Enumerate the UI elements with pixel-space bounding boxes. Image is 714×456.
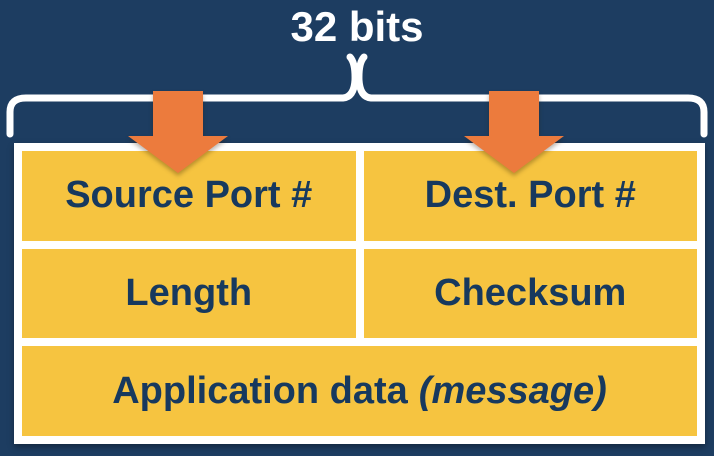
- segment-table: Source Port # Dest. Port # Length Checks…: [14, 143, 705, 444]
- application-data-label: Application data: [112, 369, 408, 412]
- message-label: (message): [418, 369, 607, 412]
- down-arrow-icon-left: [128, 91, 228, 173]
- cell-length: Length: [22, 248, 356, 339]
- cell-dest-port: Dest. Port #: [363, 151, 697, 241]
- cell-application-data: Application data (message): [22, 346, 697, 436]
- cell-checksum: Checksum: [363, 248, 697, 339]
- down-arrow-icon-right: [464, 91, 564, 173]
- cell-source-port: Source Port #: [22, 151, 356, 241]
- bits-width-label: 32 bits: [290, 3, 424, 50]
- curly-brace-icon: [6, 53, 708, 138]
